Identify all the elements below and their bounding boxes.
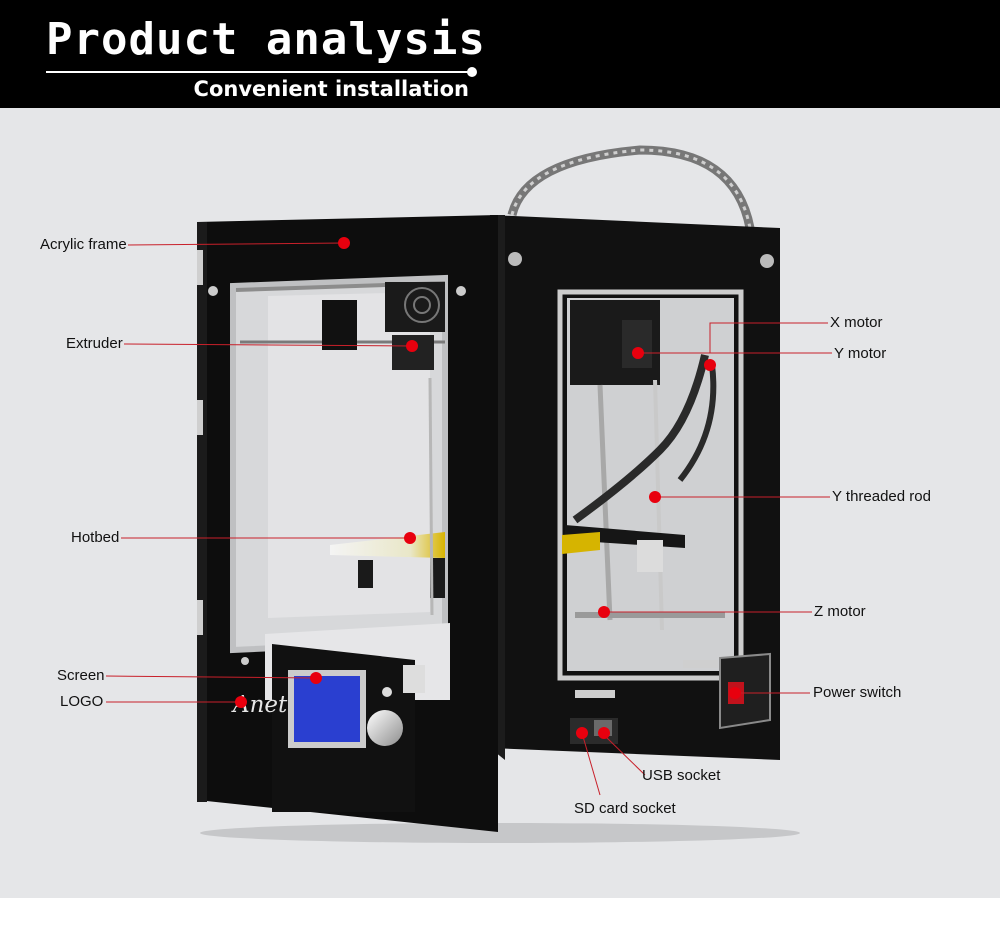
filament-tube-spiral bbox=[510, 148, 752, 229]
footer-strip bbox=[0, 898, 1000, 931]
front-tab-2 bbox=[197, 400, 203, 435]
front-edge-strip bbox=[197, 222, 207, 802]
screw-back-right bbox=[760, 254, 774, 268]
label-y-threaded-rod: Y threaded rod bbox=[832, 488, 931, 505]
marker-acrylic-frame bbox=[338, 237, 350, 249]
page-title: Product analysis bbox=[46, 14, 486, 65]
label-z-motor: Z motor bbox=[814, 603, 866, 620]
side-clip bbox=[403, 665, 425, 693]
extruder-fan-hub bbox=[413, 296, 431, 314]
label-logo: LOGO bbox=[60, 693, 104, 710]
bed-support-right bbox=[430, 558, 445, 598]
screw-top-right bbox=[456, 286, 466, 296]
hotbed-plate bbox=[330, 532, 445, 558]
label-usb-socket: USB socket bbox=[642, 767, 721, 784]
screw-bottom-left bbox=[241, 657, 249, 665]
marker-hotbed bbox=[404, 532, 416, 544]
header-banner: Product analysis Convenient installation bbox=[0, 0, 1000, 108]
leader-sd-card-socket bbox=[581, 732, 601, 796]
extruder-carriage-arm bbox=[322, 300, 357, 350]
marker-extruder bbox=[406, 340, 418, 352]
cable-bundle-1 bbox=[572, 354, 709, 524]
marker-usb-socket bbox=[598, 727, 610, 739]
label-screen: Screen bbox=[57, 667, 105, 684]
screw-top-left bbox=[208, 286, 218, 296]
marker-y-motor bbox=[632, 347, 644, 359]
leader-lines bbox=[105, 242, 832, 796]
front-tab-1 bbox=[197, 250, 203, 285]
leader-acrylic-frame bbox=[127, 242, 345, 246]
marker-z-motor bbox=[598, 606, 610, 618]
label-y-motor: Y motor bbox=[834, 345, 887, 362]
marker-x-motor bbox=[704, 359, 716, 371]
y-threaded-rod-visual bbox=[653, 379, 664, 631]
title-underline bbox=[46, 71, 471, 73]
lcd-screen bbox=[294, 676, 360, 742]
label-power-switch: Power switch bbox=[813, 684, 902, 701]
power-switch-housing bbox=[719, 652, 771, 730]
interior-back-wall bbox=[268, 292, 430, 618]
leader-screen bbox=[105, 675, 317, 679]
lower-rail bbox=[575, 612, 725, 618]
vent-slot-1 bbox=[575, 690, 615, 698]
marker-logo bbox=[235, 696, 247, 708]
filament-tube bbox=[507, 145, 755, 229]
y-motor-face bbox=[622, 320, 652, 368]
extruder-fan-guard bbox=[404, 287, 440, 323]
marker-y-threaded-rod bbox=[649, 491, 661, 503]
control-knob bbox=[367, 710, 403, 746]
marker-sd-card-socket bbox=[576, 727, 588, 739]
cable-bundle-2 bbox=[677, 364, 717, 482]
marker-screen bbox=[310, 672, 322, 684]
bed-support-left bbox=[358, 560, 373, 588]
underline-dot bbox=[467, 67, 477, 77]
right-window-edge bbox=[557, 289, 744, 681]
page-subtitle: Convenient installation bbox=[193, 77, 469, 101]
reset-button bbox=[382, 687, 392, 697]
floor-shadow bbox=[200, 823, 800, 843]
label-extruder: Extruder bbox=[66, 335, 123, 352]
marker-power-switch bbox=[729, 687, 741, 699]
leader-extruder bbox=[123, 343, 413, 347]
label-hotbed: Hotbed bbox=[71, 529, 120, 546]
leader-x-motor bbox=[638, 322, 828, 354]
front-tab-3 bbox=[197, 600, 203, 635]
screw-back-left bbox=[508, 252, 522, 266]
z-rod-left bbox=[428, 377, 434, 616]
leader-usb-socket bbox=[603, 734, 646, 776]
marker-dots bbox=[235, 237, 741, 739]
bed-edge-yellow bbox=[562, 532, 600, 554]
vent-slot-2 bbox=[683, 660, 718, 668]
label-x-motor: X motor bbox=[830, 314, 883, 331]
label-sd-card-socket: SD card socket bbox=[574, 800, 676, 817]
label-acrylic-frame: Acrylic frame bbox=[40, 236, 127, 253]
bed-slider bbox=[637, 540, 663, 572]
